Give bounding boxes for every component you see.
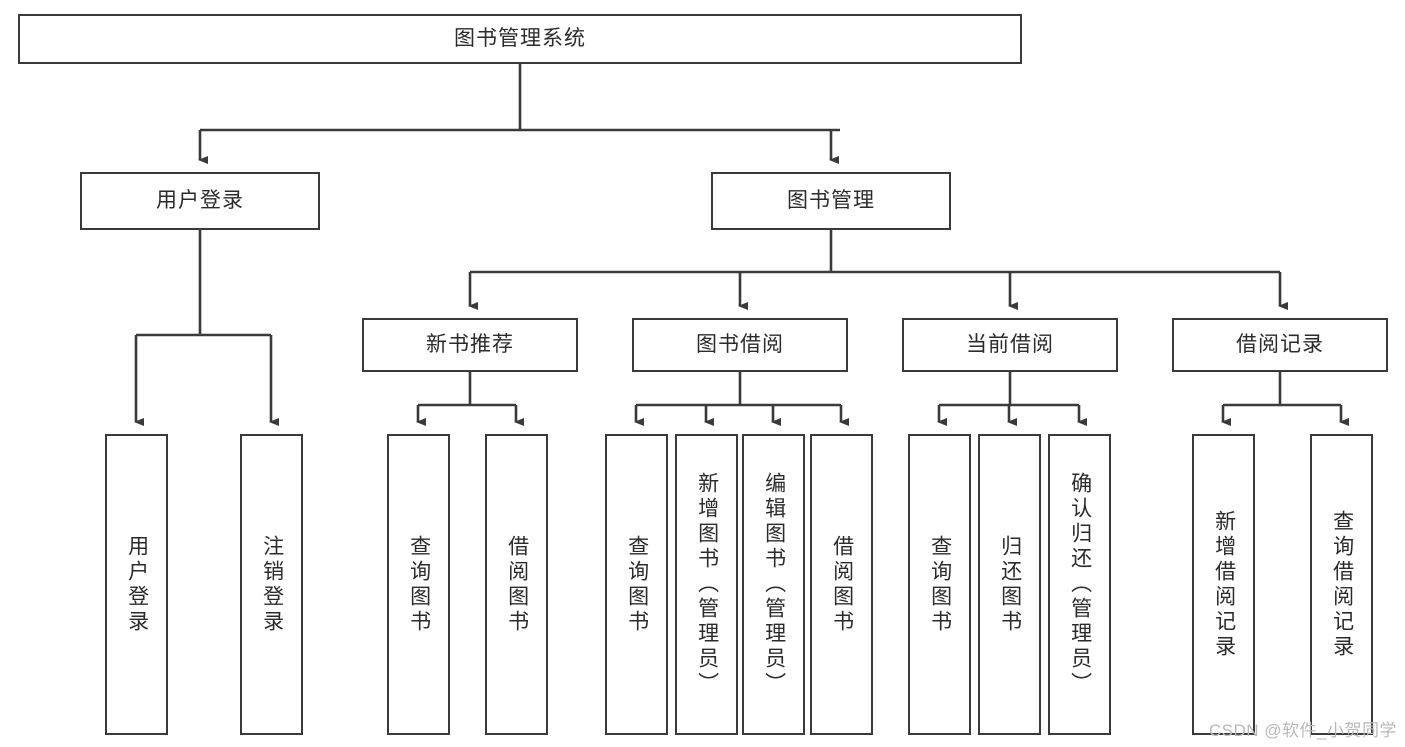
node-borrow-record-label: 借阅记录 <box>1236 333 1324 357</box>
node-book-borrow[interactable]: 图书借阅 <box>632 318 848 372</box>
node-leaf-query-borrow-record-label: 查询借阅记录 <box>1330 509 1354 660</box>
node-book-borrow-label: 图书借阅 <box>696 333 784 357</box>
node-leaf-borrow-book-2-label: 借阅图书 <box>830 534 854 635</box>
node-leaf-add-book[interactable]: 新增图书（管理员） <box>675 434 738 735</box>
node-leaf-add-book-label: 新增图书（管理员） <box>695 472 719 697</box>
node-book-management-label: 图书管理 <box>787 189 875 213</box>
node-leaf-add-borrow-record[interactable]: 新增借阅记录 <box>1192 434 1255 735</box>
node-leaf-add-borrow-record-label: 新增借阅记录 <box>1212 509 1236 660</box>
watermark: CSDN @软件_小贺同学 <box>1208 721 1397 740</box>
node-leaf-edit-book[interactable]: 编辑图书（管理员） <box>742 434 805 735</box>
node-borrow-record[interactable]: 借阅记录 <box>1172 318 1388 372</box>
node-leaf-return-book-label: 归还图书 <box>998 534 1022 635</box>
node-leaf-query-book-3[interactable]: 查询图书 <box>908 434 971 735</box>
node-leaf-query-book-1[interactable]: 查询图书 <box>387 434 450 735</box>
node-leaf-edit-book-label: 编辑图书（管理员） <box>762 472 786 697</box>
node-leaf-query-borrow-record[interactable]: 查询借阅记录 <box>1310 434 1373 735</box>
node-user-login-label: 用户登录 <box>156 189 244 213</box>
node-leaf-query-book-2[interactable]: 查询图书 <box>605 434 668 735</box>
node-leaf-borrow-book-1[interactable]: 借阅图书 <box>485 434 548 735</box>
node-leaf-query-book-2-label: 查询图书 <box>625 534 649 635</box>
node-current-borrow-label: 当前借阅 <box>966 333 1054 357</box>
node-current-borrow[interactable]: 当前借阅 <box>902 318 1118 372</box>
node-leaf-logout-label: 注销登录 <box>260 534 284 635</box>
node-root-label: 图书管理系统 <box>454 27 586 51</box>
node-leaf-query-book-1-label: 查询图书 <box>407 534 431 635</box>
node-leaf-confirm-return-label: 确认归还（管理员） <box>1068 472 1092 697</box>
node-leaf-borrow-book-1-label: 借阅图书 <box>505 534 529 635</box>
node-leaf-return-book[interactable]: 归还图书 <box>978 434 1041 735</box>
node-leaf-logout[interactable]: 注销登录 <box>240 434 303 735</box>
node-leaf-query-book-3-label: 查询图书 <box>928 534 952 635</box>
node-leaf-borrow-book-2[interactable]: 借阅图书 <box>810 434 873 735</box>
node-leaf-user-login[interactable]: 用户登录 <box>105 434 168 735</box>
node-user-login[interactable]: 用户登录 <box>80 172 320 230</box>
node-leaf-user-login-label: 用户登录 <box>125 534 149 635</box>
node-new-book-recommend-label: 新书推荐 <box>426 333 514 357</box>
node-new-book-recommend[interactable]: 新书推荐 <box>362 318 578 372</box>
node-book-management[interactable]: 图书管理 <box>711 172 951 230</box>
node-leaf-confirm-return[interactable]: 确认归还（管理员） <box>1048 434 1111 735</box>
node-root[interactable]: 图书管理系统 <box>18 14 1022 64</box>
